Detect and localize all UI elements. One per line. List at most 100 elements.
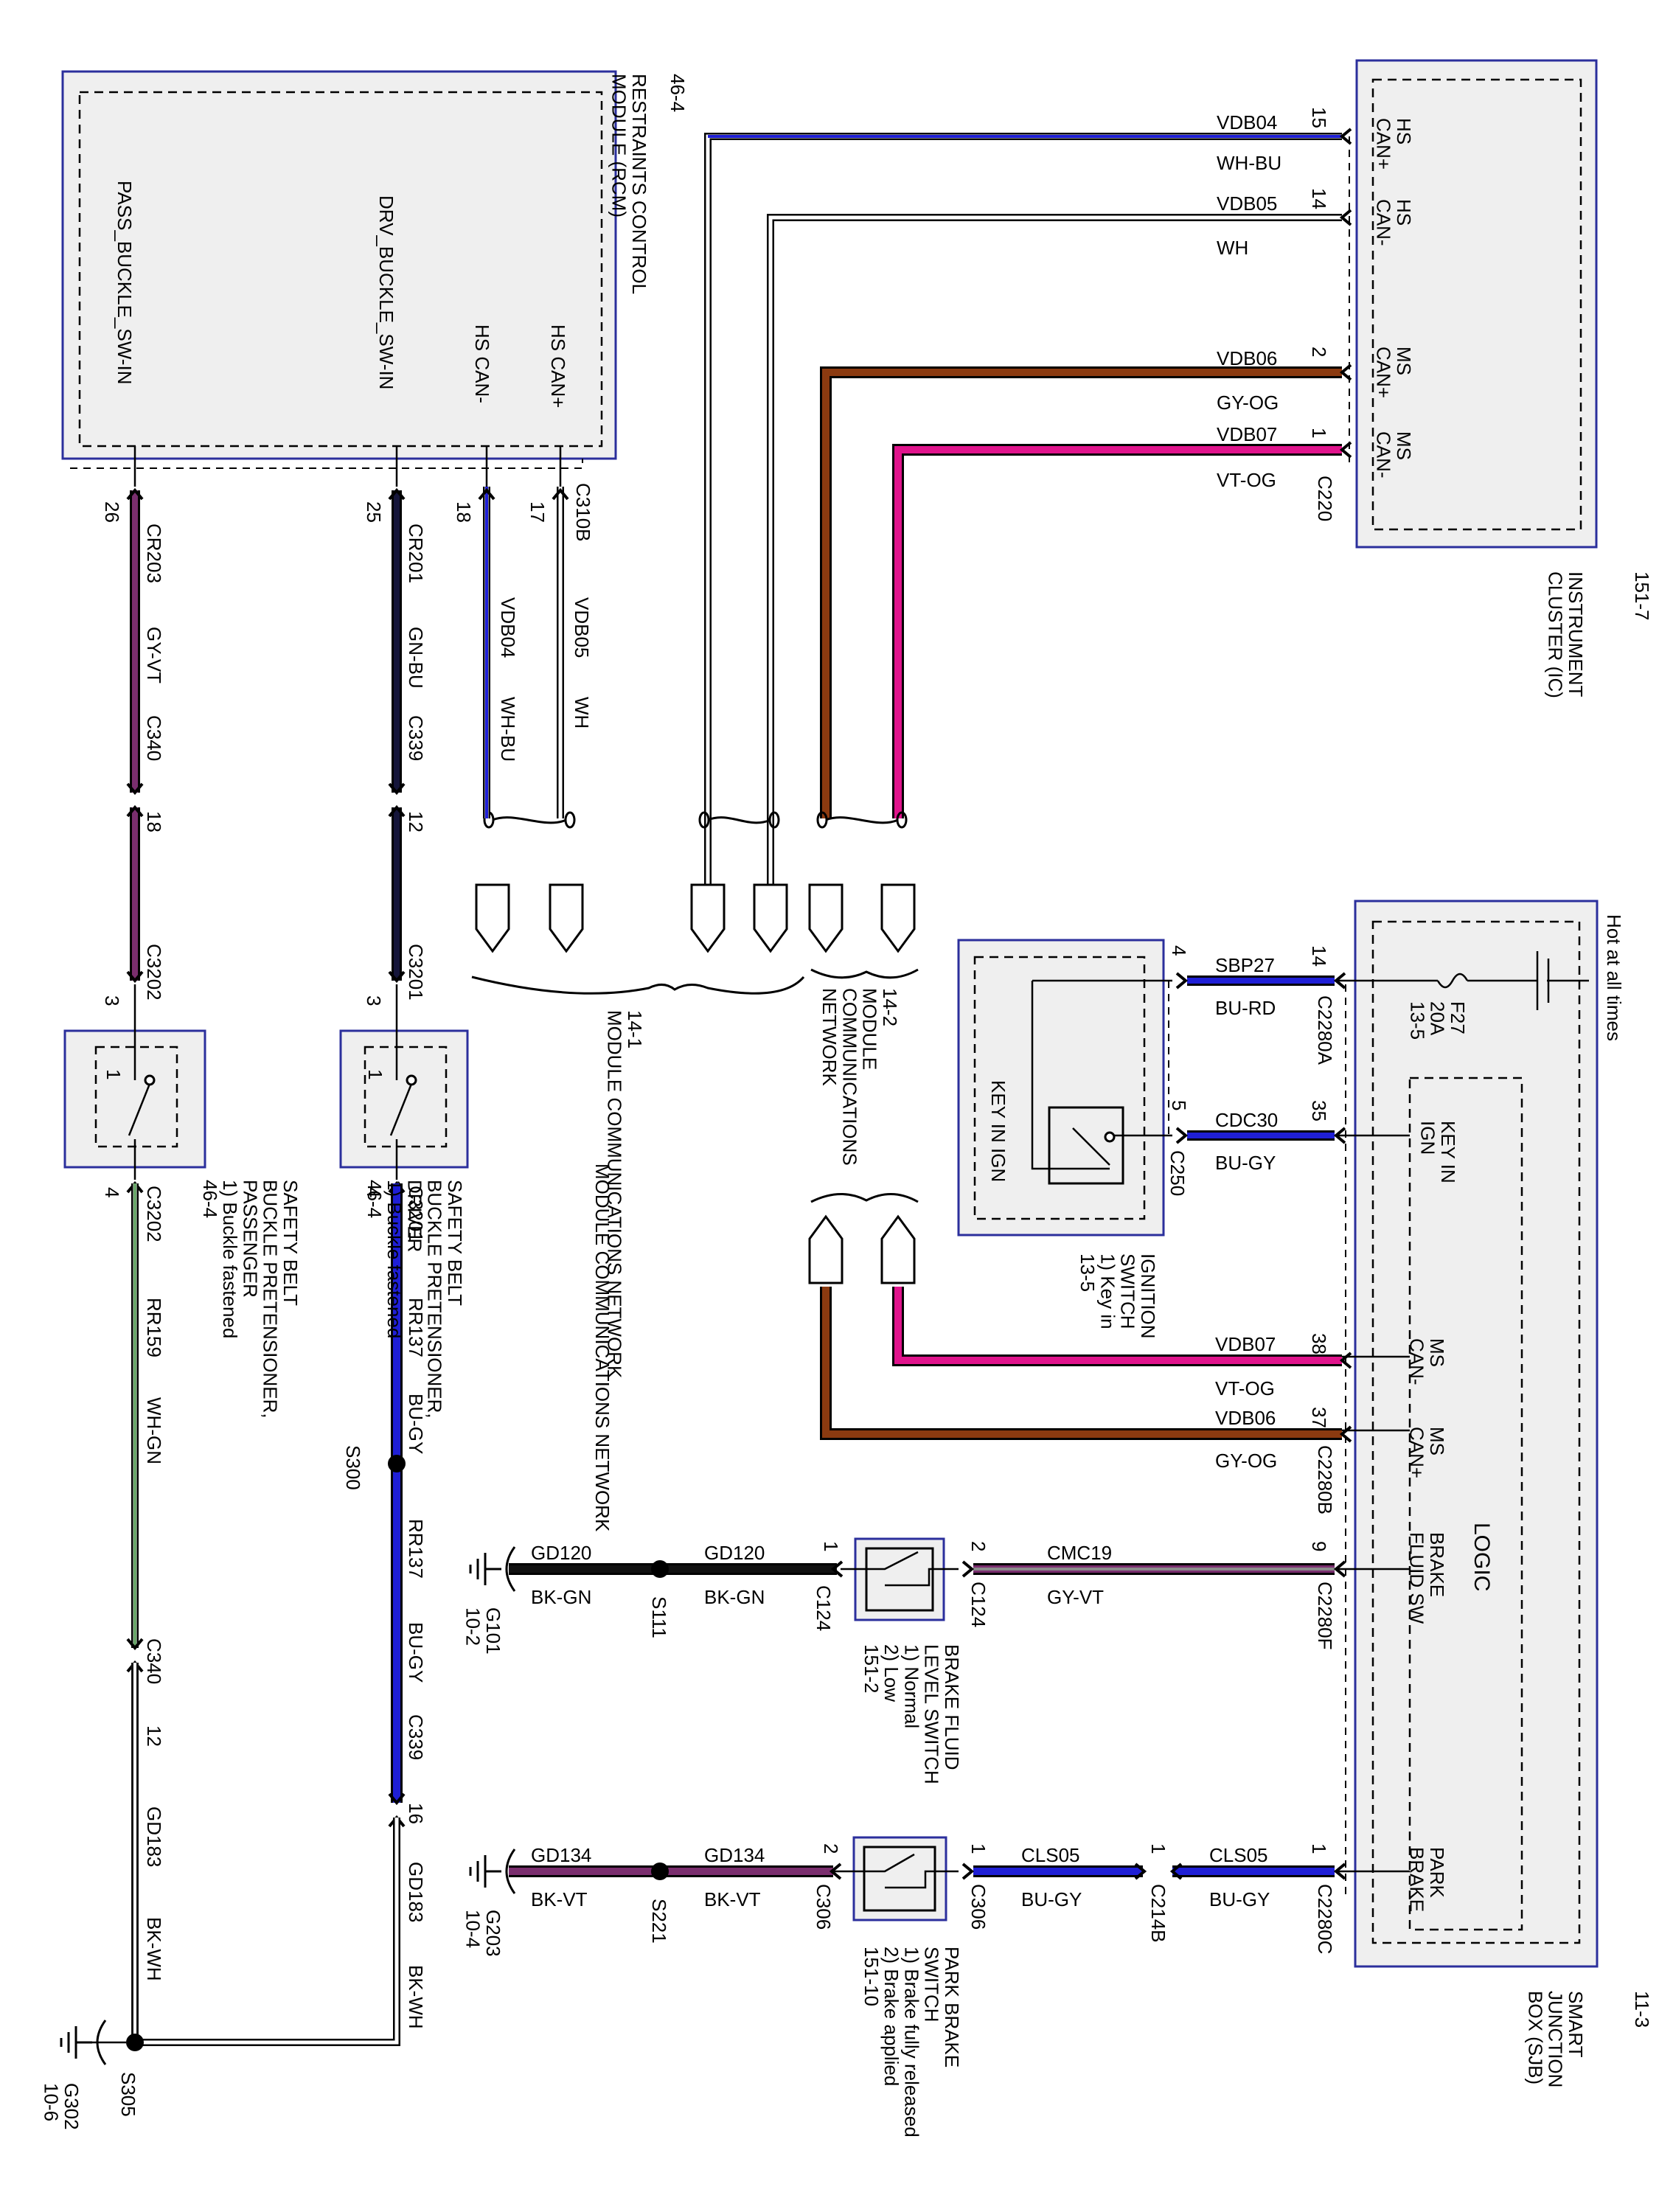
wire-gd183a-inline-pin: 12 bbox=[143, 1725, 165, 1747]
rcm-pin-pass: PASS_BUCKLE_SW-IN bbox=[114, 181, 136, 384]
wire-gd183a-circuit: GD183 bbox=[143, 1806, 165, 1867]
sjb-logic-dash bbox=[1408, 1077, 1523, 1931]
wire-sbp27-pin-a: 4 bbox=[1168, 945, 1190, 956]
brake-fluid-arrow-2 bbox=[961, 1560, 975, 1578]
wire-vdb05-color: WH bbox=[1217, 237, 1248, 259]
ign-switch-box bbox=[1048, 1106, 1124, 1185]
splice-s300 bbox=[388, 1455, 406, 1472]
network-connector-4 bbox=[808, 883, 844, 953]
c339-arrow-b bbox=[388, 804, 406, 818]
sjb-hot-label: Hot at all times bbox=[1603, 914, 1625, 1041]
ground-g101-label: G10110-2 bbox=[462, 1607, 504, 1655]
wire-gd134a-color: BK-VT bbox=[704, 1888, 761, 1910]
pass-switch-dot bbox=[144, 1074, 156, 1086]
park-brake-arrow-2 bbox=[829, 1863, 842, 1880]
network-brace-3 bbox=[810, 1193, 919, 1203]
wire-vdb07 bbox=[894, 446, 1342, 818]
park-brake-pin-2: 2 bbox=[820, 1843, 842, 1854]
ign-title: IGNITIONSWITCH1) Key in13-5 bbox=[1077, 1253, 1159, 1339]
ic-pin-ms-plus: MSCAN+ bbox=[1373, 347, 1415, 398]
wire-cr201-pin: 25 bbox=[363, 501, 385, 523]
wire-rr159-pin: 4 bbox=[101, 1187, 123, 1197]
wire-vdb05-pin: 14 bbox=[1308, 188, 1330, 209]
rcm-pin-arrow-17 bbox=[552, 487, 569, 501]
ground-g302-label: G30210-6 bbox=[41, 2083, 83, 2130]
wire-rr137a-pin: 4 bbox=[363, 1187, 385, 1197]
wire-cr201-inline-pin: 12 bbox=[405, 811, 427, 832]
ic-pin-hs-minus: HSCAN- bbox=[1373, 199, 1415, 246]
splice-s221 bbox=[651, 1863, 669, 1880]
pass-switch-conn-top: C3202 bbox=[143, 944, 165, 1001]
wire-gd120b-circuit: GD120 bbox=[531, 1542, 591, 1564]
network-connector-0 bbox=[475, 883, 510, 953]
network-label-2: 14-2MODULECOMMUNICATIONSNETWORK bbox=[818, 988, 901, 1166]
wire-vdb04v-pin: 18 bbox=[453, 501, 475, 523]
rcm-title: RESTRAINTS CONTROLMODULE (RCM) bbox=[608, 74, 650, 294]
wire-sbp27-pin-b: 14 bbox=[1308, 945, 1330, 967]
brake-fluid-contacts bbox=[841, 1551, 959, 1587]
wire-cmc19-circuit: CMC19 bbox=[1047, 1542, 1112, 1564]
c339-arrow-a bbox=[388, 782, 406, 796]
park-brake-switch-box bbox=[852, 1836, 947, 1921]
wire-cdc30-pin-b: 35 bbox=[1308, 1100, 1330, 1121]
twist-end-b-1 bbox=[768, 811, 780, 829]
wire-vdb06 bbox=[822, 369, 1342, 818]
wire-cr201-color: GN-BU bbox=[405, 627, 427, 689]
wire-gd183a-inline: C340 bbox=[143, 1638, 165, 1684]
drv-switch-conn-top: C3201 bbox=[405, 944, 427, 1001]
ground-g203 bbox=[469, 1855, 501, 1888]
wire-cr203-pin: 26 bbox=[101, 501, 123, 523]
ground-g203-curl bbox=[505, 1848, 516, 1894]
network-connector-1 bbox=[549, 883, 584, 953]
splice-s305 bbox=[126, 2034, 144, 2051]
rcm-connector: C310B bbox=[572, 483, 594, 542]
wire-gd183b-color: BK-WH bbox=[405, 1965, 427, 2029]
wire-vdb06b bbox=[822, 1287, 1342, 1438]
splice-s111 bbox=[651, 1560, 669, 1578]
drv-switch-contacts bbox=[389, 984, 414, 1180]
brake-fluid-inner bbox=[865, 1547, 934, 1612]
wire-vdb07b bbox=[894, 1287, 1342, 1364]
ic-pin-ms-minus: MSCAN- bbox=[1373, 431, 1415, 479]
wire-vdb06-circuit: VDB06 bbox=[1217, 347, 1277, 369]
brake-fluid-pin-2: 2 bbox=[967, 1541, 990, 1551]
ic-pin-hs-plus: HSCAN+ bbox=[1373, 118, 1415, 170]
wire-vdb06-color: GY-OG bbox=[1217, 392, 1279, 414]
wire-gd183b-circuit: GD183 bbox=[405, 1862, 427, 1922]
c339b-arrow-a bbox=[388, 1792, 406, 1806]
sjb-logic: LOGIC bbox=[1470, 1523, 1494, 1591]
wire-vdb05-circuit: VDB05 bbox=[1217, 192, 1277, 215]
wire-cr201-circuit: CR201 bbox=[405, 524, 427, 583]
c3202-arrow-top bbox=[126, 970, 144, 984]
wire-vdb05v-color: WH bbox=[571, 697, 593, 728]
ic-pin-arrow-1 bbox=[1339, 209, 1352, 226]
wire-gd120a-circuit: GD120 bbox=[704, 1542, 765, 1564]
ground-g101 bbox=[469, 1553, 501, 1585]
wire-vdb04-pin: 15 bbox=[1308, 107, 1330, 128]
wire-vdb05-outline bbox=[767, 214, 1342, 885]
drv-switch-pin-1: 1 bbox=[364, 1069, 386, 1079]
ground-g203-label: G20310-4 bbox=[462, 1910, 504, 1957]
sjb-pin-arrow-park bbox=[1333, 1863, 1346, 1880]
sjb-fuse: F2720A13-5 bbox=[1406, 1001, 1469, 1040]
ign-internal-lines bbox=[1032, 979, 1172, 1137]
wire-vdb04v-color: WH-BU bbox=[497, 697, 519, 762]
rcm-ref: 46-4 bbox=[667, 74, 689, 112]
c340-arrow-a bbox=[126, 782, 144, 796]
park-brake-title: PARK BRAKESWITCH1) Brake fully released2… bbox=[860, 1947, 963, 2138]
park-brake-conn-c306-a: C306 bbox=[967, 1884, 990, 1930]
ic-inner-dash bbox=[1371, 78, 1582, 531]
sjb-module-box bbox=[1354, 900, 1599, 1968]
twist-end-a-1 bbox=[698, 811, 710, 829]
network-connector-5 bbox=[880, 883, 916, 953]
sjb-pin-arrow-14 bbox=[1333, 972, 1346, 990]
brake-fluid-conn-c124-a: C124 bbox=[967, 1582, 990, 1627]
rcm-module-box bbox=[61, 70, 617, 460]
sjb-title: SMARTJUNCTIONBOX (SJB) bbox=[1524, 1991, 1587, 2087]
sjb-connector-c2280a: C2280A bbox=[1314, 995, 1336, 1065]
wire-rr137b-circuit: RR137 bbox=[405, 1519, 427, 1579]
wire-rr137a-conn: C3201 bbox=[405, 1186, 427, 1242]
ic-ref: 151-7 bbox=[1631, 571, 1653, 621]
sjb-pin-arrow-9 bbox=[1333, 1560, 1346, 1578]
sjb-pin-ms-plus: MSCAN+ bbox=[1406, 1427, 1448, 1478]
